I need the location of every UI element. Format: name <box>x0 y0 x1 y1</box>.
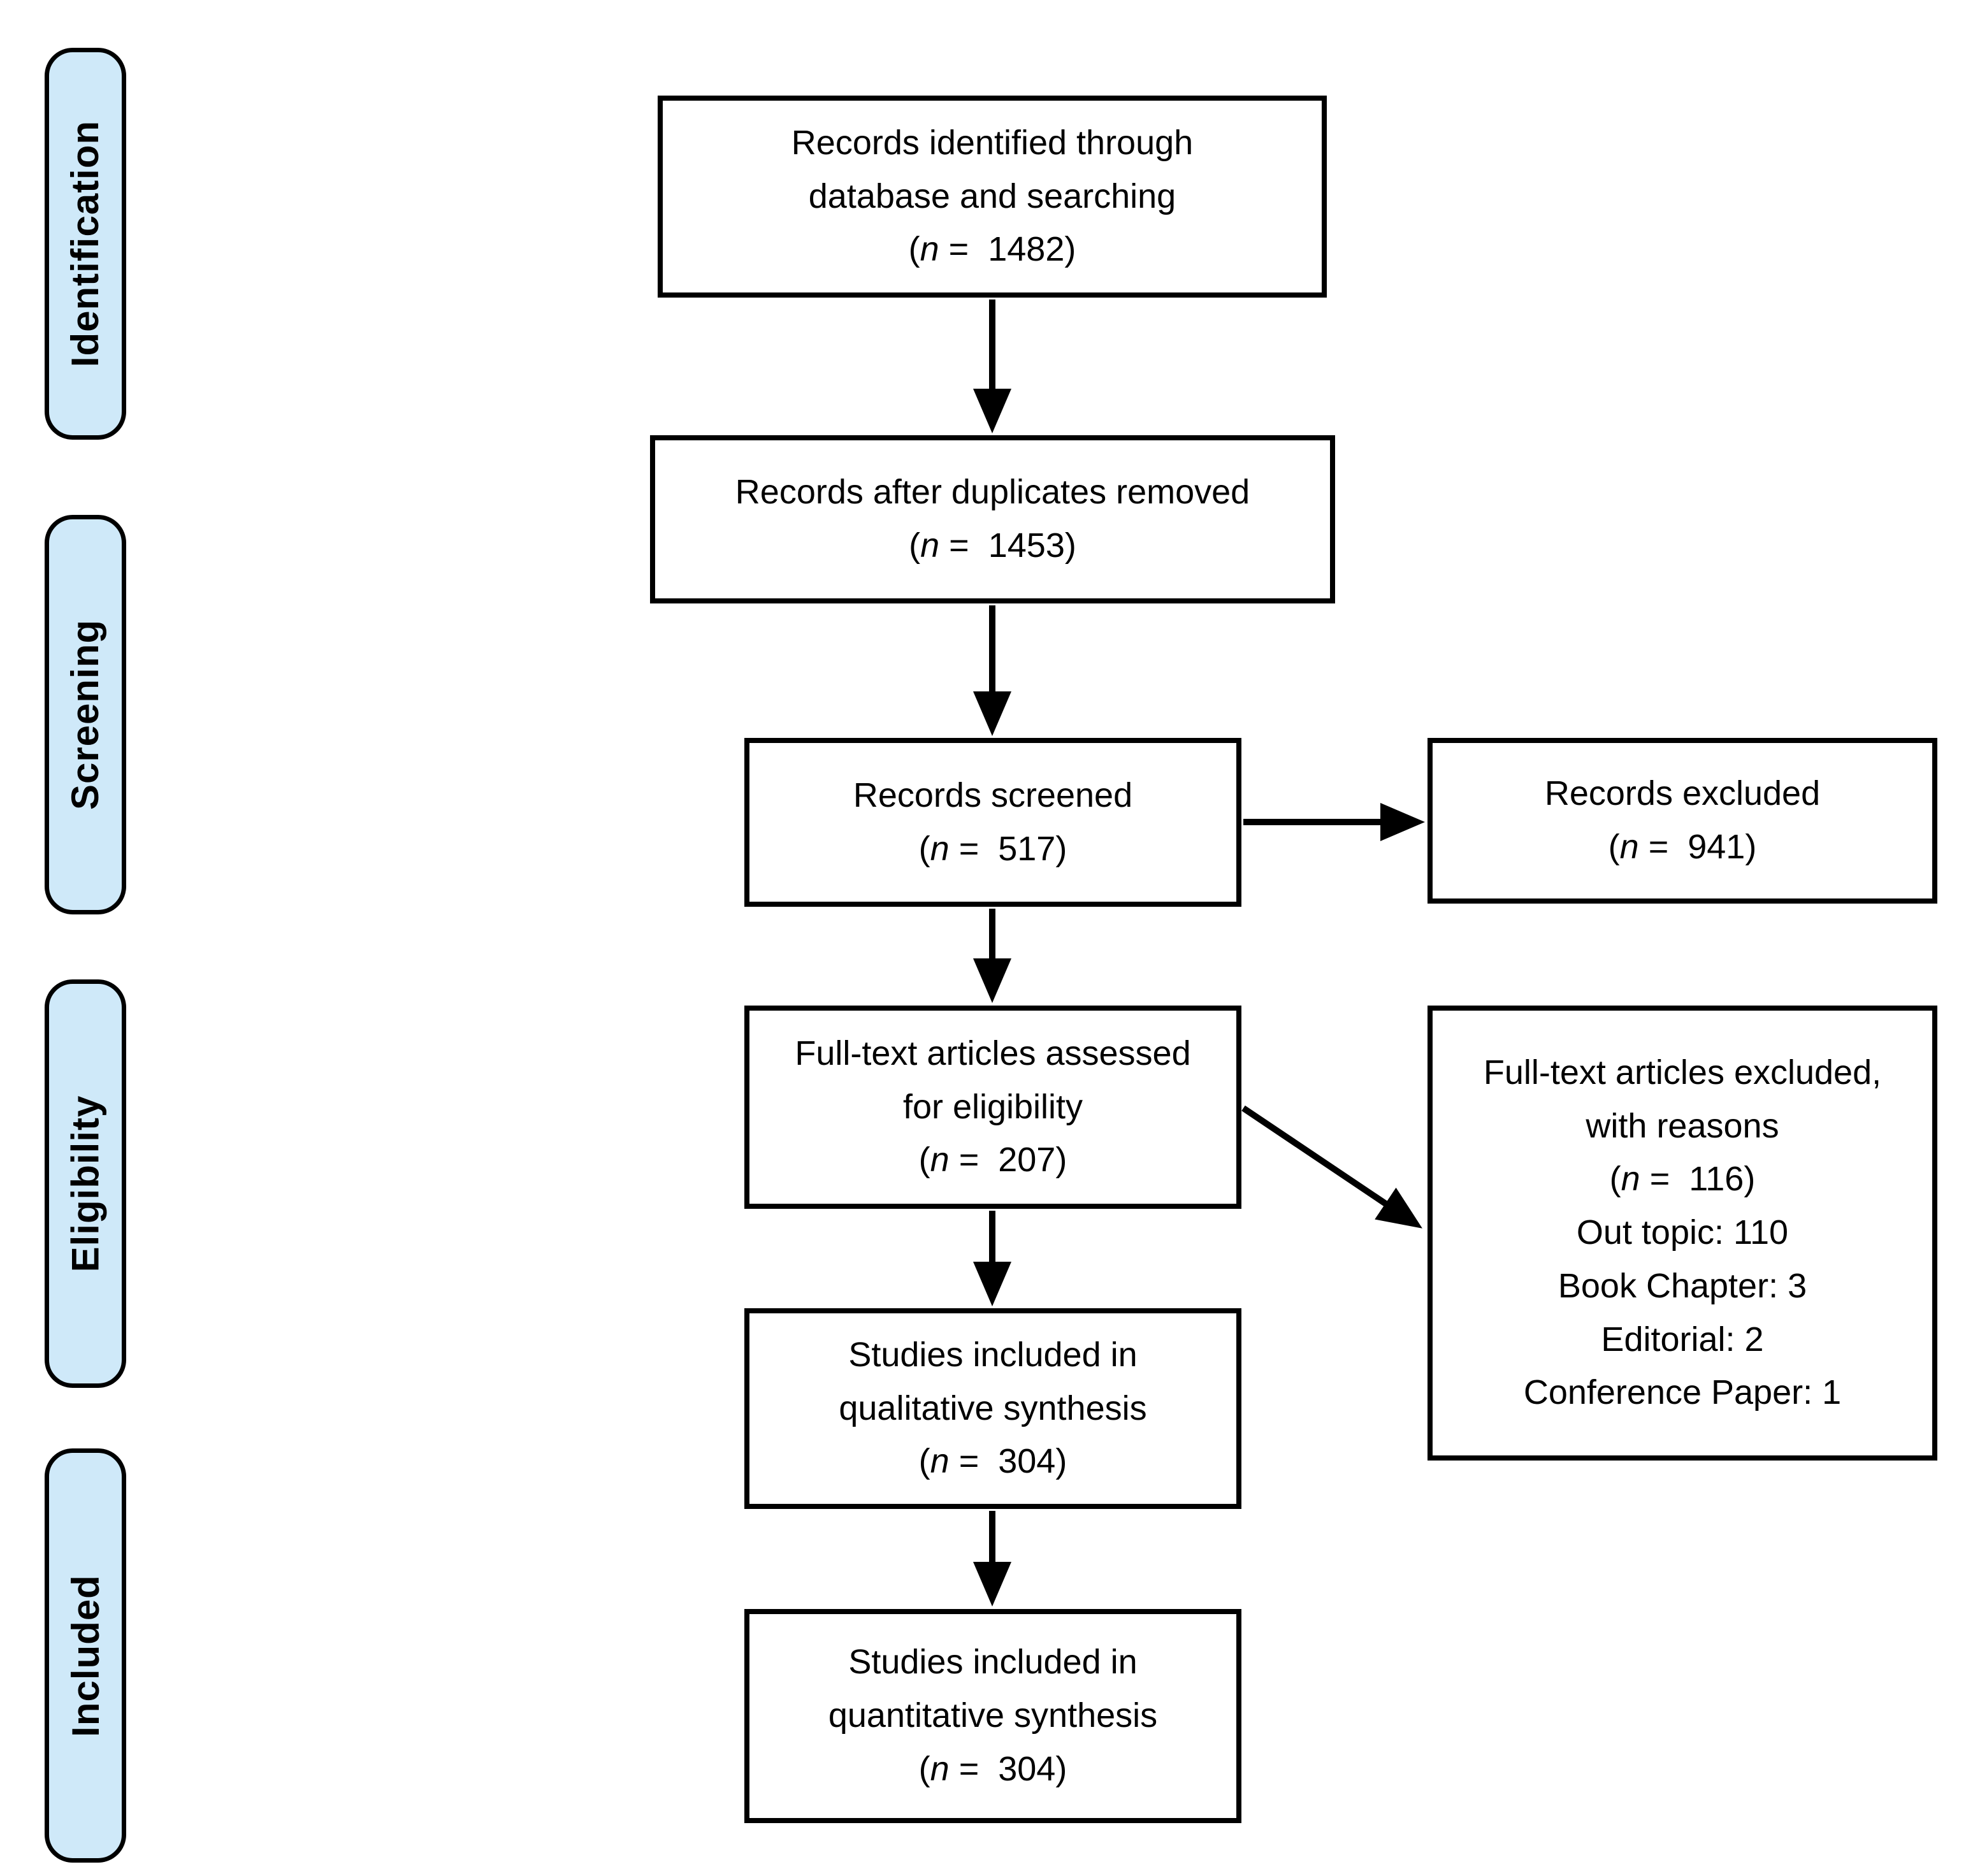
n-value: 304 <box>998 1442 1056 1481</box>
box-line: Full-text articles assessed <box>795 1034 1191 1072</box>
stage-screening: Screening <box>45 515 126 914</box>
n-open: ( <box>918 1749 930 1788</box>
n-symbol: n <box>920 526 940 565</box>
stage-screening-label: Screening <box>64 619 107 811</box>
n-close: ) <box>1055 829 1067 868</box>
n-value: 207 <box>998 1141 1056 1180</box>
n-count: (n = 941) <box>1608 821 1757 874</box>
n-close: ) <box>1055 1442 1067 1481</box>
n-equals: = <box>949 1442 999 1481</box>
n-open: ( <box>1609 1160 1621 1199</box>
n-open: ( <box>918 1141 930 1180</box>
n-symbol: n <box>930 1442 950 1481</box>
exclusion-reason: Conference Paper: 1 <box>1523 1373 1842 1412</box>
n-equals: = <box>1638 828 1688 866</box>
n-count: (n = 1482) <box>909 223 1076 277</box>
box-line: Records identified through <box>791 123 1194 162</box>
n-close: ) <box>1064 526 1076 565</box>
box-records-screened: Records screened (n = 517) <box>744 738 1241 907</box>
box-line: Studies included in <box>848 1335 1138 1374</box>
box-duplicates-removed: Records after duplicates removed (n = 14… <box>650 435 1335 603</box>
n-count: (n = 207) <box>919 1134 1067 1187</box>
n-close: ) <box>1055 1141 1067 1180</box>
box-line: for eligibility <box>902 1087 1083 1126</box>
n-symbol: n <box>1619 828 1639 866</box>
n-equals: = <box>949 1141 999 1180</box>
n-count: (n = 517) <box>919 823 1067 876</box>
n-symbol: n <box>930 829 950 868</box>
n-value: 304 <box>998 1749 1056 1788</box>
n-equals: = <box>939 526 988 565</box>
stage-included: Included <box>45 1448 126 1863</box>
n-value: 1482 <box>988 230 1065 269</box>
box-fulltext-excluded: Full-text articles excluded, with reason… <box>1428 1006 1937 1461</box>
box-line: Full-text articles excluded, <box>1483 1053 1882 1092</box>
n-close: ) <box>1745 828 1757 866</box>
n-symbol: n <box>930 1749 950 1788</box>
n-close: ) <box>1055 1749 1067 1788</box>
n-count: (n = 304) <box>919 1743 1067 1796</box>
stage-identification-label: Identification <box>64 120 107 368</box>
box-line: Records after duplicates removed <box>735 473 1250 512</box>
n-symbol: n <box>920 230 939 269</box>
n-symbol: n <box>930 1141 950 1180</box>
box-line: Records excluded <box>1544 774 1821 813</box>
n-open: ( <box>918 1442 930 1481</box>
stage-eligibility-label: Eligibility <box>64 1095 107 1273</box>
n-value: 116 <box>1689 1160 1744 1199</box>
n-symbol: n <box>1621 1160 1640 1199</box>
n-close: ) <box>1064 230 1076 269</box>
box-fulltext-assessed: Full-text articles assessed for eligibil… <box>744 1006 1241 1209</box>
n-equals: = <box>1640 1160 1689 1199</box>
box-line: Records screened <box>853 776 1133 814</box>
box-line: Studies included in <box>848 1643 1138 1682</box>
box-line: quantitative synthesis <box>828 1696 1158 1735</box>
exclusion-reason: Out topic: 110 <box>1576 1213 1789 1252</box>
box-line: qualitative synthesis <box>839 1389 1147 1427</box>
n-close: ) <box>1744 1160 1756 1199</box>
n-open: ( <box>908 230 920 269</box>
stage-identification: Identification <box>45 48 126 440</box>
exclusion-reason: Editorial: 2 <box>1601 1320 1764 1359</box>
n-open: ( <box>1608 828 1620 866</box>
stage-eligibility: Eligibility <box>45 979 126 1388</box>
box-line: with reasons <box>1586 1106 1779 1145</box>
n-equals: = <box>939 230 988 269</box>
n-count: (n = 116) <box>1610 1153 1756 1206</box>
n-value: 517 <box>998 829 1056 868</box>
exclusion-reason: Book Chapter: 3 <box>1558 1266 1807 1305</box>
n-count: (n = 1453) <box>909 519 1076 573</box>
n-value: 941 <box>1688 828 1746 866</box>
stage-included-label: Included <box>64 1574 107 1737</box>
n-equals: = <box>949 829 999 868</box>
box-quantitative-synthesis: Studies included in quantitative synthes… <box>744 1609 1241 1823</box>
n-value: 1453 <box>988 526 1065 565</box>
n-open: ( <box>918 829 930 868</box>
n-equals: = <box>949 1749 999 1788</box>
box-records-excluded: Records excluded (n = 941) <box>1428 738 1937 904</box>
n-open: ( <box>909 526 921 565</box>
arrow-fulltext-to-fulltext-excluded <box>1241 1105 1422 1229</box>
box-qualitative-synthesis: Studies included in qualitative synthesi… <box>744 1308 1241 1509</box>
n-count: (n = 304) <box>919 1435 1067 1489</box>
box-line: database and searching <box>808 177 1176 215</box>
box-records-identified: Records identified through database and … <box>658 96 1327 298</box>
